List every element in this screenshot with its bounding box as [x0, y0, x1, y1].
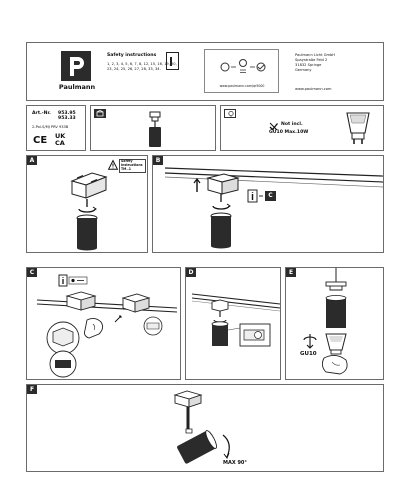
step-f-panel: F MAX 90° — [26, 384, 384, 472]
step-d-drawing — [191, 293, 281, 347]
qr-frame — [204, 49, 279, 93]
step-b-drawing — [164, 167, 384, 249]
eco-symbols-icon — [220, 59, 266, 73]
art-number-2: 953.33 — [58, 116, 76, 121]
max-angle-label: MAX 90° — [223, 460, 247, 466]
step-a-panel: A Safety instructions TM..1 — [26, 155, 148, 253]
warning-text-2: instructions — [121, 163, 143, 167]
warning-text-3: TM..1 — [121, 167, 131, 171]
address-url: www.paulmann.com — [295, 87, 332, 91]
step-c-panel: C — [26, 267, 181, 380]
product-info-panel: Art.-Nr. 953.95 953.33 2-Pol-S/MJ PRV 93… — [26, 105, 86, 151]
lamp-bulb-tab-icon — [224, 109, 236, 118]
art-number-1: 953.95 — [58, 111, 76, 116]
step-d-panel: D — [185, 267, 281, 380]
address-line-1: Paulmann Licht GmbH — [295, 53, 335, 57]
lamp-note-line-2: GU10 Max.10W — [269, 130, 309, 135]
safety-title: Safety instructions — [107, 53, 157, 58]
qr-url: www.paulmann.com/qr5000 — [219, 84, 265, 88]
step-d-label: D — [186, 268, 196, 277]
spotlight-product-icon — [149, 111, 161, 147]
package-icon — [94, 109, 106, 118]
step-f-drawing — [173, 390, 230, 464]
paulmann-p-icon — [70, 57, 84, 76]
lamp-note-line-1: Not incl. — [281, 122, 303, 127]
ce-mark: CE — [33, 135, 48, 146]
ukca-mark-ca: CA — [55, 139, 65, 147]
warning-triangle-icon — [107, 159, 119, 170]
not-included-icon — [269, 122, 278, 131]
gu10-label: GU10 — [300, 351, 317, 357]
step-b-panel: B C — [152, 155, 384, 253]
norm-text: 2-Pol-S/MJ PRV 933B — [32, 125, 69, 129]
step-c-drawing — [36, 274, 178, 378]
header-panel: Paulmann Safety instructions 1, 2, 3, 4,… — [26, 42, 384, 101]
booklet-icon — [166, 52, 179, 70]
step-e-panel: E GU10 — [285, 267, 384, 380]
step-a-drawing — [70, 172, 108, 251]
step-e-drawing — [303, 268, 348, 375]
scope-of-delivery-panel — [90, 105, 216, 151]
address-line-4: Germany — [295, 68, 312, 72]
art-label: Art.-Nr. — [32, 111, 51, 116]
step-f-label: F — [27, 385, 37, 394]
instruction-sheet: Paulmann Safety instructions 1, 2, 3, 4,… — [26, 42, 384, 472]
brand-logo — [61, 51, 91, 81]
lamp-panel: Not incl. GU10 Max.10W — [220, 105, 384, 151]
gu10-bulb-icon — [346, 112, 370, 144]
address-line-3: 31832 Springe — [295, 63, 322, 67]
warning-text-1: Safety — [121, 159, 133, 163]
warning-box — [119, 159, 146, 173]
step-e-label: E — [286, 268, 296, 277]
step-c-label: C — [27, 268, 37, 277]
step-b-label: B — [153, 156, 163, 165]
brand-name: Paulmann — [58, 83, 96, 91]
ukca-mark-uk: UK — [55, 132, 66, 140]
step-a-label: A — [27, 156, 37, 165]
safety-pages: 1, 2, 3, 4, 5, 6, 7, 8, 12, 15, 16, 19, … — [107, 62, 177, 71]
address-line-2: Spaystraße Feld 2 — [295, 58, 328, 62]
step-b-callout-label: C — [268, 192, 273, 199]
